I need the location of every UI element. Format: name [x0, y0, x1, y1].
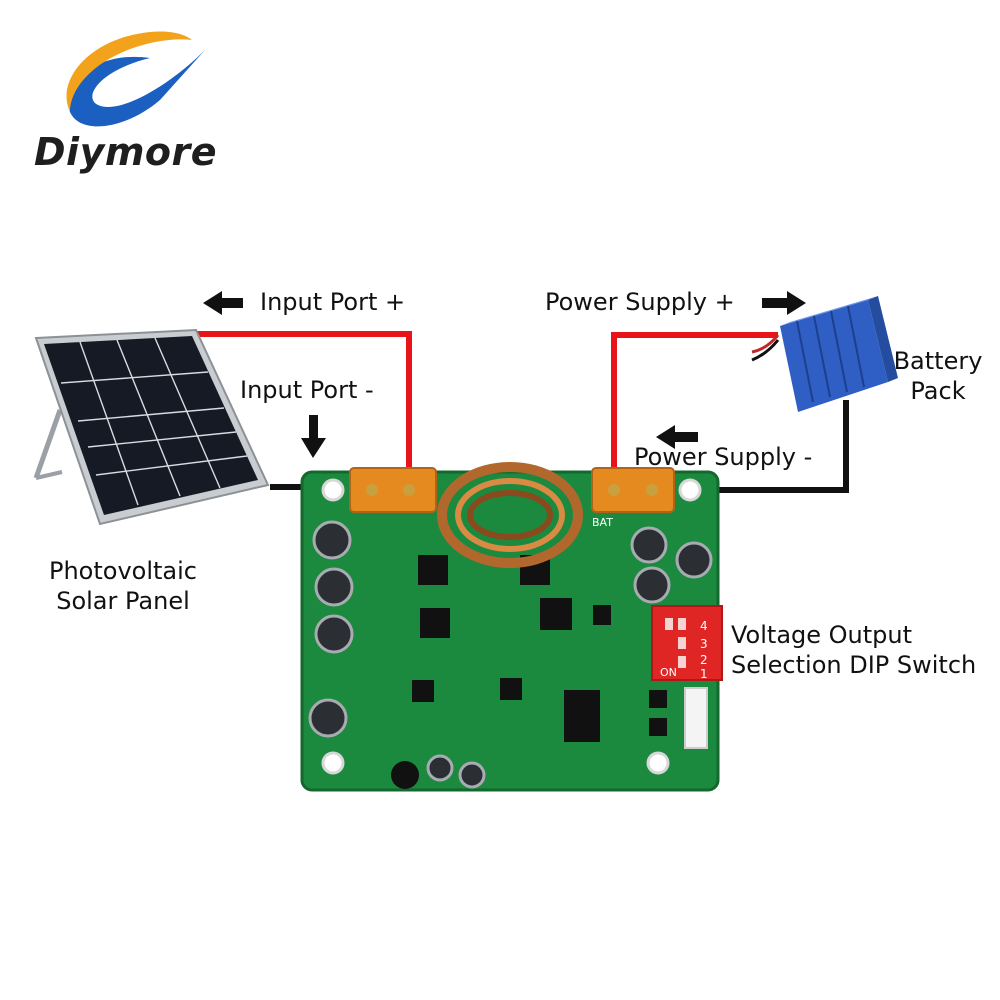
dip-number-4: 4	[700, 619, 708, 633]
diymore-logo-icon	[66, 31, 205, 127]
dip-number-2: 2	[700, 653, 708, 667]
dip-switch-label-line2: Selection DIP Switch	[731, 651, 977, 679]
pcb-battery-marking: 电池	[555, 453, 583, 469]
battery-pack-label-line1: Battery	[893, 347, 983, 375]
input-connector	[349, 467, 437, 513]
arrow-left-icon	[656, 425, 698, 449]
arrow-right-icon	[762, 291, 806, 315]
input-positive-wire	[195, 331, 412, 490]
battery-connector	[591, 467, 675, 513]
toroid-inductor-icon	[437, 462, 583, 568]
solar-panel-label-line2: Solar Panel	[56, 587, 190, 615]
dip-switch-icon: 4 3 2 1 ON	[651, 605, 723, 681]
power-supply-plus-label: Power Supply +	[545, 288, 735, 316]
battery-pack-icon	[751, 296, 898, 412]
input-port-minus-label: Input Port -	[240, 376, 374, 404]
dip-number-1: 1	[700, 667, 708, 681]
arrow-left-icon	[203, 291, 243, 315]
battery-positive-wire	[611, 332, 778, 490]
pcb-board-icon: 电池 BAT	[300, 453, 720, 792]
brand-name: Diymore	[34, 130, 218, 174]
arrow-down-icon	[301, 415, 326, 458]
battery-pack-label-line2: Pack	[910, 377, 966, 405]
solar-panel-label-line1: Photovoltaic	[49, 557, 197, 585]
solar-panel-icon	[33, 328, 270, 526]
dip-switch-label-line1: Voltage Output	[731, 621, 913, 649]
input-port-plus-label: Input Port +	[260, 288, 406, 316]
power-supply-minus-label: Power Supply -	[634, 443, 813, 471]
pcb-bat-marking: BAT	[592, 516, 613, 529]
dip-on-label: ON	[660, 666, 677, 679]
dip-number-3: 3	[700, 637, 708, 651]
